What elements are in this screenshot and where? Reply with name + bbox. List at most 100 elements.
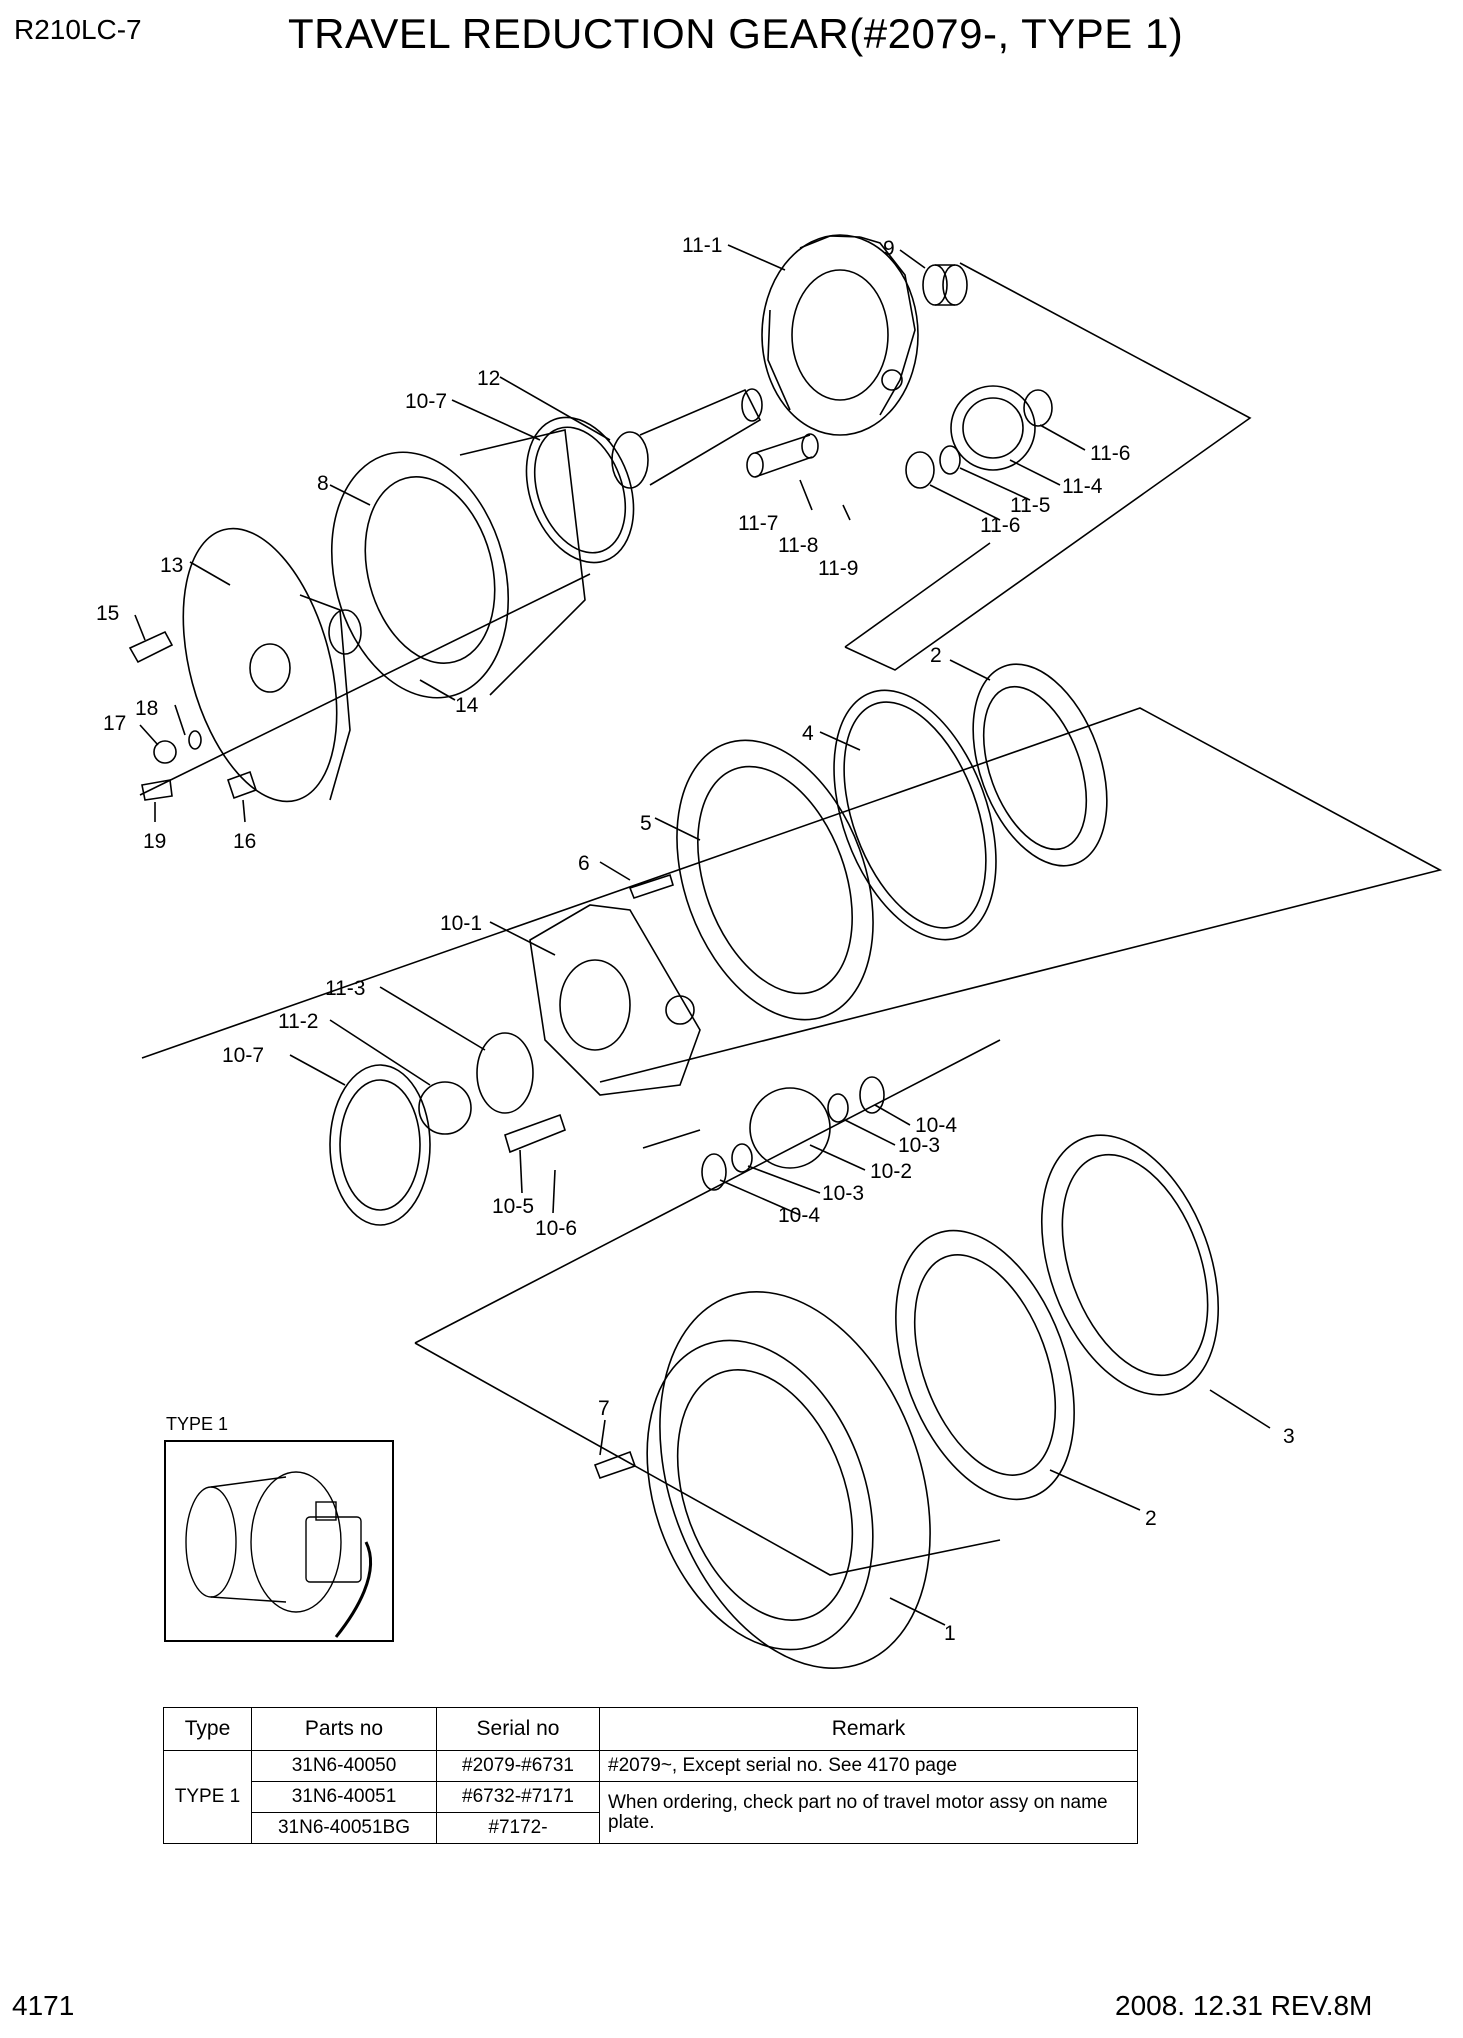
header-serial-no: Serial no — [436, 1707, 600, 1751]
group-outline-housing — [414, 1039, 1001, 1344]
callout-10-6: 10-6 — [535, 1217, 577, 1240]
group-outline-10 — [141, 707, 1443, 1083]
callout-7: 7 — [598, 1397, 610, 1420]
callout-10-2: 10-2 — [870, 1160, 912, 1183]
needle-10-3-right — [827, 1093, 849, 1123]
callout-11-4: 11-4 — [1062, 475, 1103, 498]
ring-gear-8 — [330, 429, 586, 699]
callout-10-4-left: 10-4 — [778, 1204, 820, 1227]
remark-cell: #2079~, Except serial no. See 4170 page — [599, 1750, 1138, 1782]
serial-no-cell: #6732-#7171 — [436, 1781, 600, 1813]
o-ring-14 — [328, 609, 362, 655]
callout-11-7: 11-7 — [738, 512, 778, 535]
callout-10-1: 10-1 — [440, 912, 482, 935]
table-row: 31N6-40051BG #7172- — [164, 1812, 1138, 1844]
callout-11-5: 11-5 — [1010, 494, 1050, 517]
travel-motor-assy-icon — [185, 1471, 372, 1638]
callout-13: 13 — [160, 554, 183, 577]
o-ring-18 — [188, 730, 202, 750]
carrier-10-1 — [529, 904, 701, 1096]
callout-1: 1 — [944, 1622, 956, 1645]
callout-11-9: 11-9 — [818, 557, 858, 580]
type-cell: TYPE 1 — [163, 1750, 252, 1844]
page-number: 4171 — [12, 1990, 75, 2021]
bushing-9 — [922, 264, 968, 306]
callout-12: 12 — [477, 367, 500, 390]
callout-10-5: 10-5 — [492, 1195, 534, 1218]
inset-caption: TYPE 1 — [166, 1414, 229, 1434]
housing-1 — [646, 1291, 931, 1669]
callout-2-upper: 2 — [930, 644, 942, 667]
pin-11-7 — [746, 433, 851, 521]
serial-no-cell: #7172- — [436, 1812, 600, 1844]
type-1-inset-illustration — [164, 1440, 394, 1642]
retaining-ring-11-3 — [476, 1032, 534, 1114]
callout-11-1: 11-1 — [682, 234, 722, 257]
parts-no-cell: 31N6-40050 — [251, 1750, 437, 1782]
needle-10-3-left — [731, 1143, 753, 1173]
callout-14: 14 — [455, 694, 479, 717]
header-type: Type — [163, 1707, 252, 1751]
callout-10-3-left: 10-3 — [822, 1182, 864, 1205]
callout-4: 4 — [802, 722, 814, 745]
callout-3: 3 — [1283, 1425, 1295, 1448]
cover-13 — [182, 527, 351, 803]
pin-7 — [593, 1450, 637, 1480]
callout-11-6-right: 11-6 — [1090, 442, 1130, 465]
pin-10-5 — [504, 1113, 566, 1154]
bolt-15 — [128, 630, 174, 664]
bearing-2-upper — [972, 663, 1108, 867]
header-parts-no: Parts no — [251, 1707, 437, 1751]
serial-no-cell: #2079-#6731 — [436, 1750, 600, 1782]
thrust-washer-10-7-upper — [525, 416, 635, 564]
plug-17 — [153, 740, 177, 764]
washer-10-4-right — [859, 1076, 885, 1114]
parts-no-cell: 31N6-40051 — [251, 1781, 437, 1813]
parts-table: Type Parts no Serial no Remark TYPE 1 31… — [163, 1707, 1138, 1844]
parts-no-cell: 31N6-40051BG — [251, 1812, 437, 1844]
callout-10-4-right: 10-4 — [915, 1114, 957, 1137]
group-outline-upper — [139, 573, 591, 796]
seal-4 — [833, 689, 997, 941]
bearing-2-lower — [895, 1229, 1075, 1501]
callout-10-7-lower: 10-7 — [222, 1044, 264, 1067]
callout-11-8: 11-8 — [778, 534, 818, 557]
callout-18: 18 — [135, 697, 158, 720]
callout-10-7-upper: 10-7 — [405, 390, 447, 413]
bolt-6 — [628, 873, 674, 899]
washer-10-4-left — [701, 1153, 727, 1191]
callout-6: 6 — [578, 852, 590, 875]
callout-16: 16 — [233, 830, 256, 853]
floating-seal-3 — [1040, 1134, 1220, 1396]
callout-11-3: 11-3 — [325, 977, 365, 1000]
nameplate-19 — [141, 779, 173, 801]
group-outline-11 — [844, 262, 1252, 671]
remark-cell-merged: When ordering, check part no of travel m… — [599, 1781, 1138, 1844]
callout-11-6-left: 11-6 — [980, 514, 1020, 537]
callout-10-3-right: 10-3 — [898, 1134, 940, 1157]
callout-2-lower: 2 — [1145, 1507, 1157, 1530]
callout-9: 9 — [883, 237, 895, 260]
model-code: R210LC-7 — [14, 14, 142, 45]
callout-15: 15 — [96, 602, 119, 625]
planet-gear-10-2 — [749, 1087, 831, 1169]
carrier-11-1 — [761, 234, 919, 436]
callout-19: 19 — [143, 830, 166, 853]
thrust-washer-10-7-lower — [329, 1064, 431, 1226]
ring-5 — [676, 739, 874, 1021]
gear-11-2 — [418, 1081, 472, 1135]
header-remark: Remark — [599, 1707, 1138, 1751]
callout-8: 8 — [317, 472, 329, 495]
callout-11-2: 11-2 — [278, 1010, 318, 1033]
plug-16 — [226, 770, 258, 800]
callout-5: 5 — [640, 812, 652, 835]
table-row: 31N6-40051 #6732-#7171 When ordering, ch… — [164, 1781, 1138, 1844]
planet-gear-11-4 — [905, 385, 1053, 489]
page-title: TRAVEL REDUCTION GEAR(#2079-, TYPE 1) — [288, 10, 1184, 57]
callout-17: 17 — [103, 712, 126, 735]
table-row: TYPE 1 31N6-40050 #2079-#6731 #2079~, Ex… — [163, 1750, 1138, 1844]
revision-date: 2008. 12.31 REV.8M — [1115, 1990, 1373, 2021]
table-header-row: Type Parts no Serial no Remark — [163, 1707, 1138, 1751]
sun-shaft-12 — [611, 388, 763, 489]
